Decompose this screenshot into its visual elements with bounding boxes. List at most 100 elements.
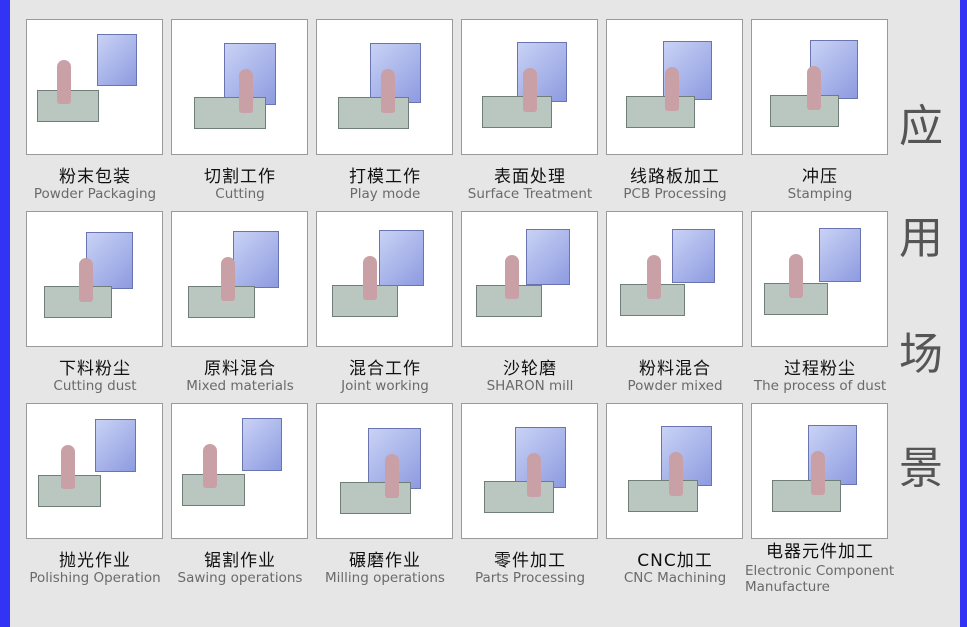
worker-figure [57, 60, 71, 104]
application-card[interactable]: 混合工作 Joint working [316, 211, 461, 401]
dust-collector-unit [379, 230, 425, 286]
application-title-en: Cutting [215, 186, 265, 202]
application-image [316, 211, 453, 347]
application-card[interactable]: 切割工作 Cutting [171, 19, 316, 209]
application-image [26, 403, 163, 539]
side-title-char: 用 [899, 213, 943, 264]
machine [44, 286, 112, 319]
worker-figure [807, 66, 821, 111]
worker-figure [665, 67, 679, 111]
worker-figure [221, 256, 235, 301]
application-title-en: Cutting dust [53, 378, 137, 394]
application-card[interactable]: 电器元件加工 Electronic Component Manufacture [745, 403, 896, 595]
application-title-cn: 线路板加工 [630, 167, 720, 187]
application-card[interactable]: 表面处理 Surface Treatment [461, 19, 606, 209]
application-card[interactable]: 锯割作业 Sawing operations [171, 403, 316, 593]
application-card[interactable]: 碾磨作业 Milling operations [316, 403, 461, 593]
application-title-en: Sawing operations [177, 570, 303, 586]
application-card[interactable]: 沙轮磨 SHARON mill [461, 211, 606, 401]
application-title-cn: 零件加工 [494, 551, 566, 571]
worker-figure [363, 256, 377, 300]
application-title-cn: 原料混合 [204, 359, 276, 379]
dust-collector-unit [672, 228, 716, 283]
application-card[interactable]: 打模工作 Play mode [316, 19, 461, 209]
side-title-char: 场 [899, 329, 943, 380]
application-title-cn: 过程粉尘 [784, 359, 856, 379]
application-title-cn: 粉料混合 [639, 359, 711, 379]
right-accent-bar [960, 0, 967, 627]
application-card[interactable]: 零件加工 Parts Processing [461, 403, 606, 593]
application-card[interactable]: 原料混合 Mixed materials [171, 211, 316, 401]
application-title-cn: 混合工作 [349, 359, 421, 379]
dust-collector-unit [232, 230, 279, 288]
application-title-cn: CNC加工 [637, 551, 713, 571]
application-title-en: Surface Treatment [467, 186, 593, 202]
application-card[interactable]: CNC加工 CNC Machining [606, 403, 751, 593]
application-image [606, 19, 743, 155]
application-image [461, 211, 598, 347]
application-image [751, 211, 888, 347]
application-title-cn: 电器元件加工 [766, 542, 874, 562]
worker-figure [527, 452, 541, 497]
application-card[interactable]: 下料粉尘 Cutting dust [26, 211, 171, 401]
application-title-cn: 切割工作 [204, 167, 276, 187]
machine [482, 96, 553, 129]
dust-collector-unit [95, 419, 137, 472]
machine [339, 481, 412, 514]
machine [194, 97, 266, 130]
side-title-char: 景 [899, 443, 943, 494]
worker-figure [385, 453, 399, 498]
application-title-en: Play mode [349, 186, 421, 202]
worker-figure [789, 253, 803, 298]
application-card[interactable]: 抛光作业 Polishing Operation [26, 403, 171, 593]
application-title-en: SHARON mill [486, 378, 574, 394]
left-accent-bar [0, 0, 10, 627]
worker-figure [505, 255, 519, 300]
application-image [461, 19, 598, 155]
application-image [26, 19, 163, 155]
application-image [171, 403, 308, 539]
application-title-en: Powder mixed [627, 378, 723, 394]
worker-figure [79, 257, 93, 302]
application-card[interactable]: 过程粉尘 The process of dust [751, 211, 896, 401]
application-image [26, 211, 163, 347]
application-image [171, 19, 308, 155]
side-title-char: 应 [899, 101, 943, 152]
application-image [606, 211, 743, 347]
dust-collector-unit [525, 229, 570, 285]
application-title-en: Parts Processing [474, 570, 586, 586]
dust-collector-unit [241, 418, 282, 471]
worker-figure [203, 444, 217, 489]
application-card[interactable]: 粉末包装 Powder Packaging [26, 19, 171, 209]
dust-collector-unit [818, 227, 861, 282]
dust-collector-unit [97, 34, 137, 86]
application-card[interactable]: 粉料混合 Powder mixed [606, 211, 751, 401]
application-card[interactable]: 冲压 Stamping [751, 19, 896, 209]
worker-figure [381, 68, 395, 113]
application-title-cn: 沙轮磨 [503, 359, 557, 379]
application-title-en: Polishing Operation [29, 570, 161, 586]
application-title-en: The process of dust [753, 378, 887, 394]
worker-figure [523, 67, 537, 112]
machine [626, 95, 696, 128]
worker-figure [239, 69, 253, 114]
application-image [171, 211, 308, 347]
worker-figure [811, 451, 825, 496]
application-title-cn: 粉末包装 [59, 167, 131, 187]
application-title-cn: 碾磨作业 [349, 551, 421, 571]
application-title-en: Electronic Component Manufacture [745, 563, 895, 595]
application-title-en: Mixed materials [186, 378, 294, 394]
machine [483, 481, 555, 513]
worker-figure [61, 445, 75, 489]
dust-collector-unit [370, 42, 422, 103]
machine [771, 479, 841, 512]
application-title-en: Milling operations [325, 570, 445, 586]
application-image [461, 403, 598, 539]
machine [770, 95, 839, 127]
application-title-cn: 锯割作业 [204, 551, 276, 571]
machine [338, 96, 409, 129]
application-title-cn: 表面处理 [494, 167, 566, 187]
application-title-cn: 抛光作业 [59, 551, 131, 571]
application-image [606, 403, 743, 539]
application-card[interactable]: 线路板加工 PCB Processing [606, 19, 751, 209]
